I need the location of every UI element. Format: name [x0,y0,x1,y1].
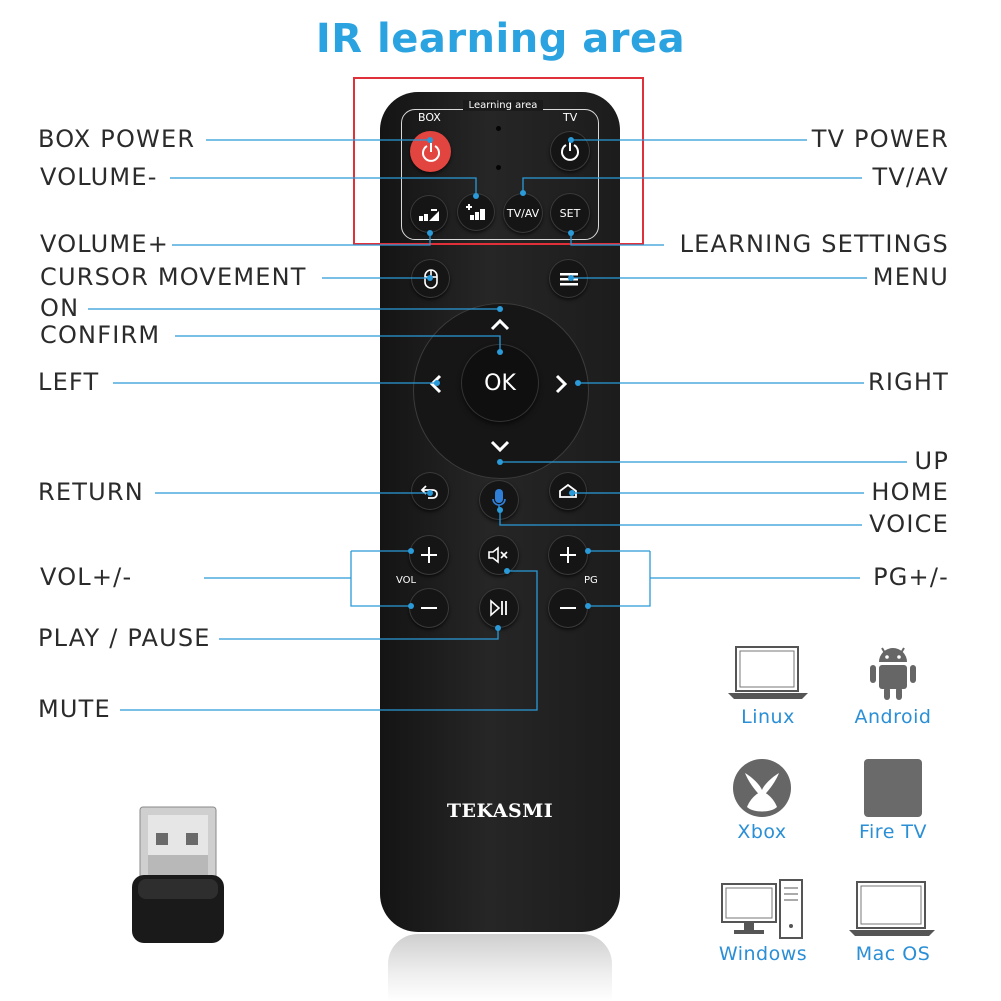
os-label-linux: Linux [741,706,795,728]
os-label-mac-os: Mac OS [855,943,931,965]
power-icon [561,142,579,161]
dpad-left-arrow-icon[interactable] [428,373,442,395]
label-volume-plus: VOLUME+ [40,230,170,258]
ok-button[interactable]: OK [462,345,538,421]
desktop-pc-icon [721,879,803,939]
laptop-icon [728,646,808,699]
play-pause-icon [490,599,507,617]
label-vol-plus-minus: VOL+/- [40,563,133,591]
mute-button[interactable] [479,535,519,575]
label-left: LEFT [38,368,100,396]
label-tv-av: TV/AV [872,163,949,191]
page-title: IR learning area [315,16,686,62]
laptop-icon [849,881,935,936]
set-button[interactable]: SET [550,193,590,233]
home-button[interactable] [549,472,587,510]
label-box-power: BOX POWER [38,125,196,153]
usb-dongle-icon [132,806,224,943]
learning-area-caption: Learning area [463,100,543,111]
label-menu: MENU [872,263,949,291]
label-on: ON [40,294,80,322]
ir-learning-area-box [353,77,644,245]
os-label-android: Android [854,706,932,728]
label-home: HOME [871,478,949,506]
label-tv-power: TV POWER [811,125,949,153]
label-pg-plus-minus: PG+/- [873,563,949,591]
dpad-right-arrow-icon[interactable] [555,373,569,395]
os-label-fire-tv: Fire TV [858,821,928,843]
volume-down-button[interactable] [410,195,448,233]
box-label: BOX [418,111,441,124]
led-indicator [496,165,501,170]
label-return: RETURN [38,478,144,506]
volume-up-icon [466,204,485,220]
ir-sensor [496,126,501,131]
minus-icon [421,607,437,609]
mute-icon [488,546,508,564]
volume-down-icon [419,209,439,221]
dpad-up-arrow-icon[interactable] [489,317,511,331]
brand-logo: TEKASMI [446,800,554,822]
label-cursor-movement: CURSOR MOVEMENT [40,263,307,291]
volume-up-button[interactable] [457,193,495,231]
remote-reflection [388,934,612,1001]
play-pause-button[interactable] [479,588,519,628]
pg-label: PG [584,575,598,586]
plus-icon [560,547,576,563]
plus-icon [421,547,437,563]
power-icon [421,142,440,162]
label-right: RIGHT [867,368,949,396]
fire-tv-icon [864,759,922,817]
label-up: UP [914,447,949,475]
label-confirm: CONFIRM [40,321,161,349]
vol-label: VOL [396,575,417,586]
label-play-pause: PLAY / PAUSE [38,624,211,652]
os-label-windows: Windows [718,943,808,965]
vol-plus-button[interactable] [409,535,449,575]
label-volume-minus: VOLUME- [40,163,158,191]
android-icon [870,647,916,700]
vol-minus-button[interactable] [409,588,449,628]
xbox-icon [733,759,791,817]
voice-button[interactable] [479,480,519,520]
home-icon [559,483,577,498]
pg-plus-button[interactable] [548,535,588,575]
dpad-down-arrow-icon[interactable] [489,440,511,454]
tv-av-button[interactable]: TV/AV [503,193,543,233]
label-mute: MUTE [38,695,111,723]
pg-minus-button[interactable] [548,588,588,628]
minus-icon [560,607,576,609]
os-label-xbox: Xbox [737,821,787,843]
label-voice: VOICE [869,510,949,538]
label-learning-settings: LEARNING SETTINGS [679,230,949,258]
tv-label: TV [563,111,578,124]
